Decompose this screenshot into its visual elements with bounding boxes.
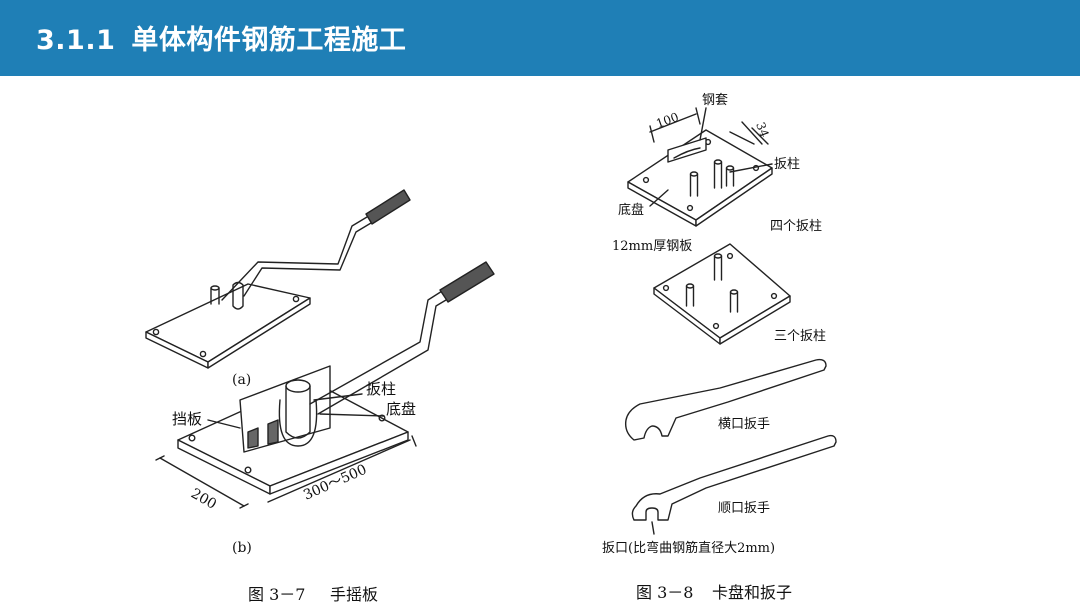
fig38-label-four: 四个扳柱 bbox=[770, 218, 822, 234]
header-bar: 3.1.1 单体构件钢筋工程施工 bbox=[0, 0, 1080, 76]
fig38-label-shunkou: 顺口扳手 bbox=[718, 500, 770, 516]
fig38-dim-34: 34 bbox=[753, 120, 772, 139]
section-title: 单体构件钢筋工程施工 bbox=[131, 25, 407, 56]
fig38-label-three: 三个扳柱 bbox=[774, 328, 826, 344]
hand-bender-b bbox=[155, 261, 495, 509]
fig37-label-banzhu: 扳柱 bbox=[366, 380, 396, 398]
fig37-label-dangban: 挡板 bbox=[172, 410, 202, 428]
fig38-label-hengkou: 横口扳手 bbox=[718, 416, 770, 432]
hand-bender-a bbox=[145, 189, 411, 369]
fig37-label-dipan: 底盘 bbox=[386, 400, 416, 418]
fig37-label-b: (b) bbox=[232, 540, 252, 556]
wrench-hengkou bbox=[624, 358, 827, 441]
fig37-caption-number: 图 3－7 bbox=[248, 585, 305, 604]
fig37-caption-text: 手摇板 bbox=[330, 585, 378, 604]
fig38-label-gangtao: 钢套 bbox=[702, 92, 728, 108]
fig37-label-a: (a) bbox=[232, 372, 251, 388]
chuck-four-pins bbox=[627, 107, 773, 227]
chuck-three-pins bbox=[653, 243, 791, 345]
fig38-caption-number: 图 3－8 bbox=[636, 583, 693, 602]
fig38-label-bankou: 扳口(比弯曲钢筋直径大2mm) bbox=[602, 540, 775, 556]
fig38-caption-text: 卡盘和扳子 bbox=[712, 583, 792, 602]
fig38-label-banzhu: 扳柱 bbox=[774, 156, 800, 172]
section-number: 3.1.1 bbox=[36, 25, 116, 56]
fig38-dim-100: 100 bbox=[654, 110, 680, 131]
fig38-label-dipan: 底盘 bbox=[618, 202, 644, 218]
fig38-label-plate: 12mm厚钢板 bbox=[612, 239, 692, 254]
wrench-shunkou bbox=[631, 434, 837, 535]
page-title: 3.1.1 单体构件钢筋工程施工 bbox=[36, 18, 406, 57]
